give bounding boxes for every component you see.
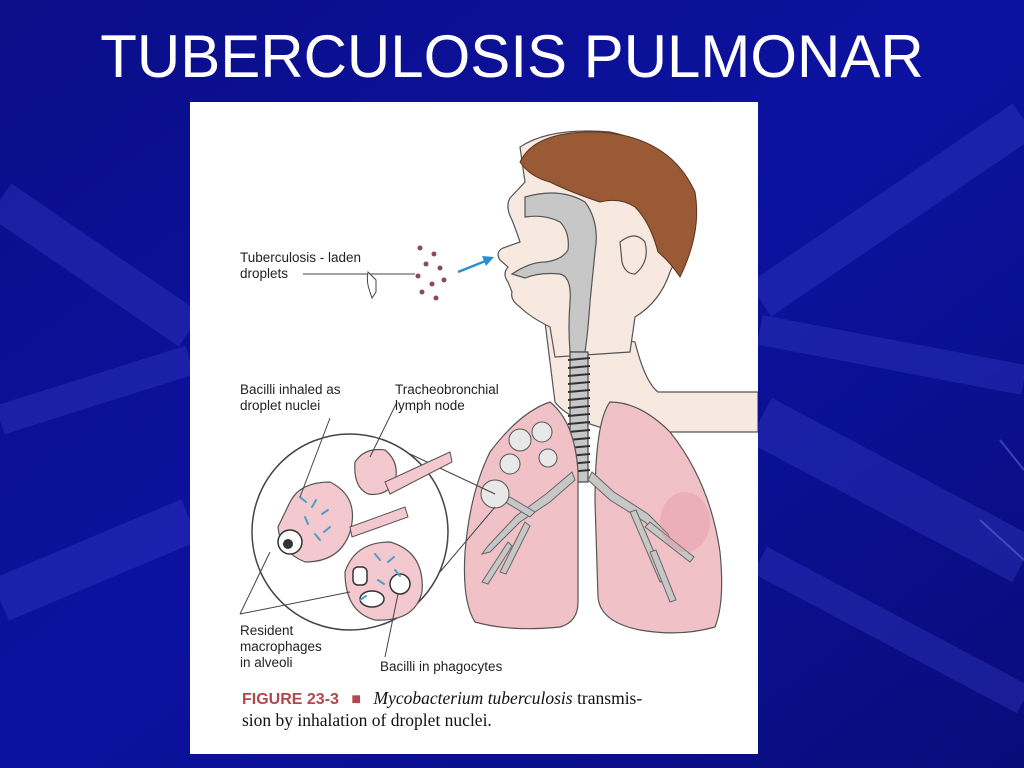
figure-caption-line2: sion by inhalation of droplet nuclei. (242, 710, 492, 730)
label-phagocytes: Bacilli in phagocytes (380, 659, 503, 674)
alveoli-magnified (251, 433, 496, 631)
figure-illustration: Tuberculosis - laden droplets Bacilli in… (239, 130, 758, 730)
lungs (463, 401, 723, 634)
tb-transmission-figure: Tuberculosis - laden droplets Bacilli in… (190, 102, 758, 754)
head-illustration (497, 130, 758, 483)
slide-title: TUBERCULOSIS PULMONAR (100, 23, 924, 90)
label-bacilli-inhaled-line2: droplet nuclei (240, 398, 320, 413)
airway (510, 192, 597, 353)
caption-line1-rest: transmis- (577, 688, 642, 708)
caption-italic: Mycobacterium tuberculosis (373, 688, 573, 708)
inhalation-arrow (457, 256, 494, 274)
label-lymph-line1: Tracheobronchial (395, 382, 499, 397)
label-resident-line2: macrophages (240, 639, 322, 654)
figure-caption-line1: FIGURE 23-3 ■ Mycobacterium tuberculosis… (242, 688, 642, 708)
label-resident-line1: Resident (240, 623, 294, 638)
right-lung (594, 401, 723, 634)
label-droplets-line1: Tuberculosis - laden (240, 250, 361, 265)
label-droplets-line2: droplets (240, 266, 288, 281)
caption-figure-number: FIGURE 23-3 (242, 691, 339, 708)
caption-bullet: ■ (351, 691, 361, 708)
label-bacilli-inhaled-line1: Bacilli inhaled as (240, 382, 341, 397)
hair (519, 131, 698, 279)
label-resident-line3: in alveoli (240, 655, 293, 670)
droplets (415, 245, 447, 301)
label-lymph-line2: lymph node (395, 398, 465, 413)
